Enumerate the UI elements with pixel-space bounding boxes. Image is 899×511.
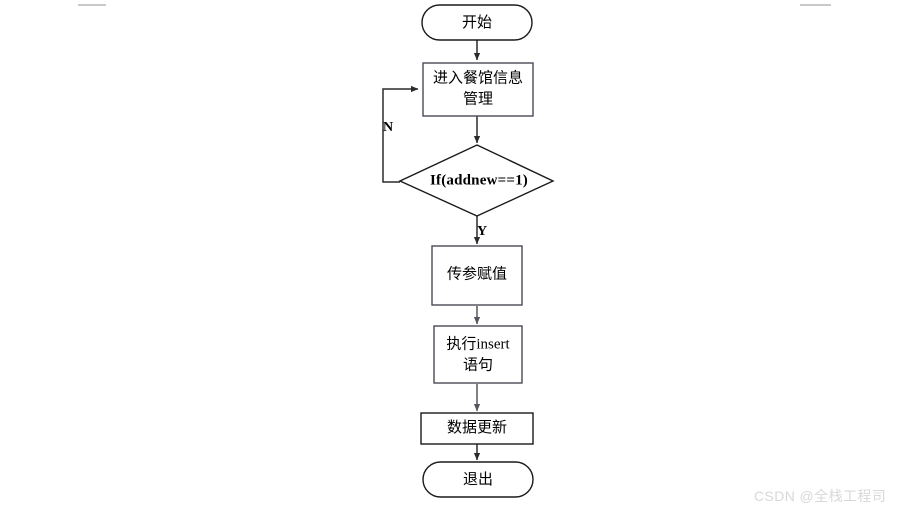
node-exit[interactable]	[422, 461, 534, 498]
node-execute-insert[interactable]	[433, 325, 523, 384]
csdn-watermark: CSDN @全栈工程司	[754, 488, 887, 504]
node-condition-label: If(addnew==1)	[430, 172, 528, 188]
node-refresh-label: 数据更新	[447, 419, 507, 436]
node-insert-label-line1: 执行insert	[446, 335, 510, 352]
node-enter-label-line1: 进入餐馆信息	[433, 69, 523, 86]
node-exit-label: 退出	[463, 471, 493, 488]
node-insert-label-line2: 语句	[463, 356, 493, 373]
node-start[interactable]	[421, 4, 533, 41]
node-assign-params[interactable]	[431, 245, 523, 306]
node-condition-addnew[interactable]	[398, 144, 555, 217]
node-data-refresh[interactable]	[420, 412, 534, 445]
edge-label-yes: Y	[477, 224, 487, 239]
node-enter-label-line2: 管理	[463, 90, 493, 107]
top-left-rule	[78, 4, 106, 6]
edge-label-no: N	[383, 120, 393, 135]
node-enter-restaurant-info[interactable]	[422, 62, 534, 117]
node-start-label: 开始	[462, 14, 492, 31]
top-right-rule	[800, 4, 831, 6]
edge-condition-no-loopback	[382, 85, 419, 183]
node-assign-label: 传参赋值	[447, 265, 507, 282]
